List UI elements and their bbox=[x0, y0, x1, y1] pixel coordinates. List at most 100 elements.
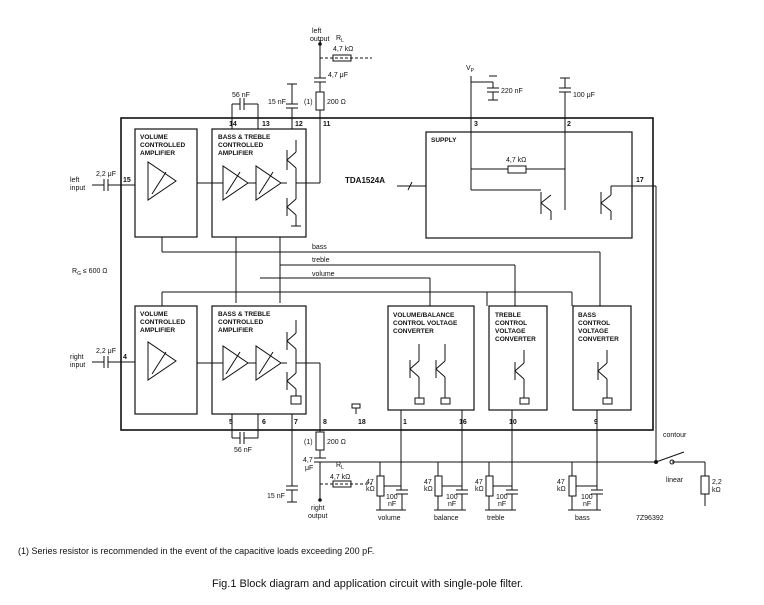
pin-17: 17 bbox=[636, 177, 644, 184]
pin-7: 7 bbox=[294, 419, 298, 426]
vb-conv-line3: CONVERTER bbox=[393, 328, 434, 335]
pot-bass-cap-a: 100 bbox=[581, 494, 593, 501]
vca-top-line2: CONTROLLED bbox=[140, 142, 185, 149]
cap-220: 220 nF bbox=[501, 88, 523, 95]
pin-14: 14 bbox=[229, 121, 237, 128]
pot-bass-val-b: kΩ bbox=[557, 486, 566, 493]
pin-12: 12 bbox=[295, 121, 303, 128]
bt-bot-line1: BASS & TREBLE bbox=[218, 311, 271, 318]
pin-10: 10 bbox=[509, 419, 517, 426]
pin-4: 4 bbox=[123, 354, 127, 361]
pot-treble-val-a: 47 bbox=[475, 479, 483, 486]
vca-bot-line3: AMPLIFIER bbox=[140, 327, 175, 334]
vb-conv-block bbox=[387, 305, 475, 411]
treble-conv-line2: CONTROL bbox=[495, 320, 527, 327]
pot-volume-cap-b: nF bbox=[388, 501, 396, 508]
pot-balance-val-b: kΩ bbox=[424, 486, 433, 493]
ic-outline bbox=[120, 117, 654, 431]
pin-1: 1 bbox=[403, 419, 407, 426]
pot-balance-cap-a: 100 bbox=[446, 494, 458, 501]
res-top: 4,7 kΩ bbox=[333, 46, 353, 53]
bus-volume: volume bbox=[312, 271, 335, 278]
pot-bass-group: 47 kΩ 100 nF bass bbox=[557, 462, 603, 522]
left-output-line1: left bbox=[312, 28, 321, 35]
left-output-line2: output bbox=[310, 36, 330, 43]
pot-volume-val-a: 47 bbox=[366, 479, 374, 486]
res-contour-a: 2,2 bbox=[712, 479, 722, 486]
rl-bot: RL bbox=[336, 462, 344, 471]
pot-balance-val-a: 47 bbox=[424, 479, 432, 486]
treble-conv-line1: TREBLE bbox=[495, 312, 522, 319]
vca-bot-line2: CONTROLLED bbox=[140, 319, 185, 326]
res-200-top: 200 Ω bbox=[327, 99, 346, 106]
res-contour-b: kΩ bbox=[712, 487, 721, 494]
pot-balance-cap-b: nF bbox=[448, 501, 456, 508]
right-output-line2: output bbox=[308, 513, 328, 520]
pot-treble-cap-b: nF bbox=[498, 501, 506, 508]
rl-top: RL bbox=[336, 35, 344, 44]
bt-bot-block bbox=[211, 305, 307, 415]
bass-conv-block bbox=[572, 305, 632, 411]
cap-56nf-top: 56 nF bbox=[232, 92, 250, 99]
supply-label: SUPPLY bbox=[431, 137, 457, 144]
vca-top-block bbox=[134, 128, 198, 238]
vca-top-line1: VOLUME bbox=[140, 134, 168, 141]
bt-top-line1: BASS & TREBLE bbox=[218, 134, 271, 141]
pot-volume-label: volume bbox=[378, 515, 401, 522]
vca-bot-block bbox=[134, 305, 198, 415]
cap-15nf-bot: 15 nF bbox=[267, 493, 285, 500]
bass-conv-line1: BASS bbox=[578, 312, 597, 319]
pin-11: 11 bbox=[323, 121, 331, 128]
pin-5: 5 bbox=[229, 419, 233, 426]
pot-volume-cap-a: 100 bbox=[386, 494, 398, 501]
bt-bot-line3: AMPLIFIER bbox=[218, 327, 253, 334]
pin-18: 18 bbox=[358, 419, 366, 426]
pot-treble-cap-a: 100 bbox=[496, 494, 508, 501]
right-input-line1: right bbox=[70, 354, 84, 361]
series-mark-bot: (1) bbox=[304, 439, 313, 446]
pin-6: 6 bbox=[262, 419, 266, 426]
bass-conv-line3: VOLTAGE bbox=[578, 328, 609, 335]
res-supply: 4,7 kΩ bbox=[506, 157, 526, 164]
bus-bass: bass bbox=[312, 244, 327, 251]
pin-15: 15 bbox=[123, 177, 131, 184]
bt-bot-line2: CONTROLLED bbox=[218, 319, 263, 326]
linear-label: linear bbox=[666, 477, 684, 484]
vp-label: VP bbox=[466, 65, 475, 74]
bus-treble: treble bbox=[312, 257, 330, 264]
bt-top-line2: CONTROLLED bbox=[218, 142, 263, 149]
treble-conv-line4: CONVERTER bbox=[495, 336, 536, 343]
left-input-line1: left bbox=[70, 177, 79, 184]
res-200-bot: 200 Ω bbox=[327, 439, 346, 446]
bt-top-line3: AMPLIFIER bbox=[218, 150, 253, 157]
vca-top-amp-triangle bbox=[147, 161, 177, 201]
pin-2: 2 bbox=[567, 121, 571, 128]
supply-block bbox=[425, 131, 633, 239]
cap-out-top: 4,7 μF bbox=[328, 72, 348, 79]
pot-treble-label: treble bbox=[487, 515, 505, 522]
left-input-line2: input bbox=[70, 185, 85, 192]
vb-conv-line1: VOLUME/BALANCE bbox=[393, 312, 455, 319]
vb-conv-line2: CONTROL VOLTAGE bbox=[393, 320, 458, 327]
pin-13: 13 bbox=[262, 121, 270, 128]
res-bot: 4,7 kΩ bbox=[330, 474, 350, 481]
cap-in-top: 2,2 μF bbox=[96, 171, 116, 178]
footnote: (1) Series resistor is recommended in th… bbox=[18, 546, 375, 556]
pin-16: 16 bbox=[459, 419, 467, 426]
contour-label: contour bbox=[663, 432, 687, 439]
treble-conv-line3: VOLTAGE bbox=[495, 328, 526, 335]
figure-caption: Fig.1 Block diagram and application circ… bbox=[212, 578, 524, 590]
right-input-line2: input bbox=[70, 362, 85, 369]
cap-out-bot-a: 4,7 bbox=[303, 457, 313, 464]
bass-conv-line4: CONVERTER bbox=[578, 336, 619, 343]
cap-56nf-bot: 56 nF bbox=[234, 447, 252, 454]
pin-3: 3 bbox=[474, 121, 478, 128]
pot-treble-val-b: kΩ bbox=[475, 486, 484, 493]
cap-15nf-top: 15 nF bbox=[268, 99, 286, 106]
pot-bass-label: bass bbox=[575, 515, 590, 522]
vca-top-line3: AMPLIFIER bbox=[140, 150, 175, 157]
treble-conv-block bbox=[488, 305, 548, 411]
pot-bass-val-a: 47 bbox=[557, 479, 565, 486]
cap-100u: 100 μF bbox=[573, 92, 595, 99]
